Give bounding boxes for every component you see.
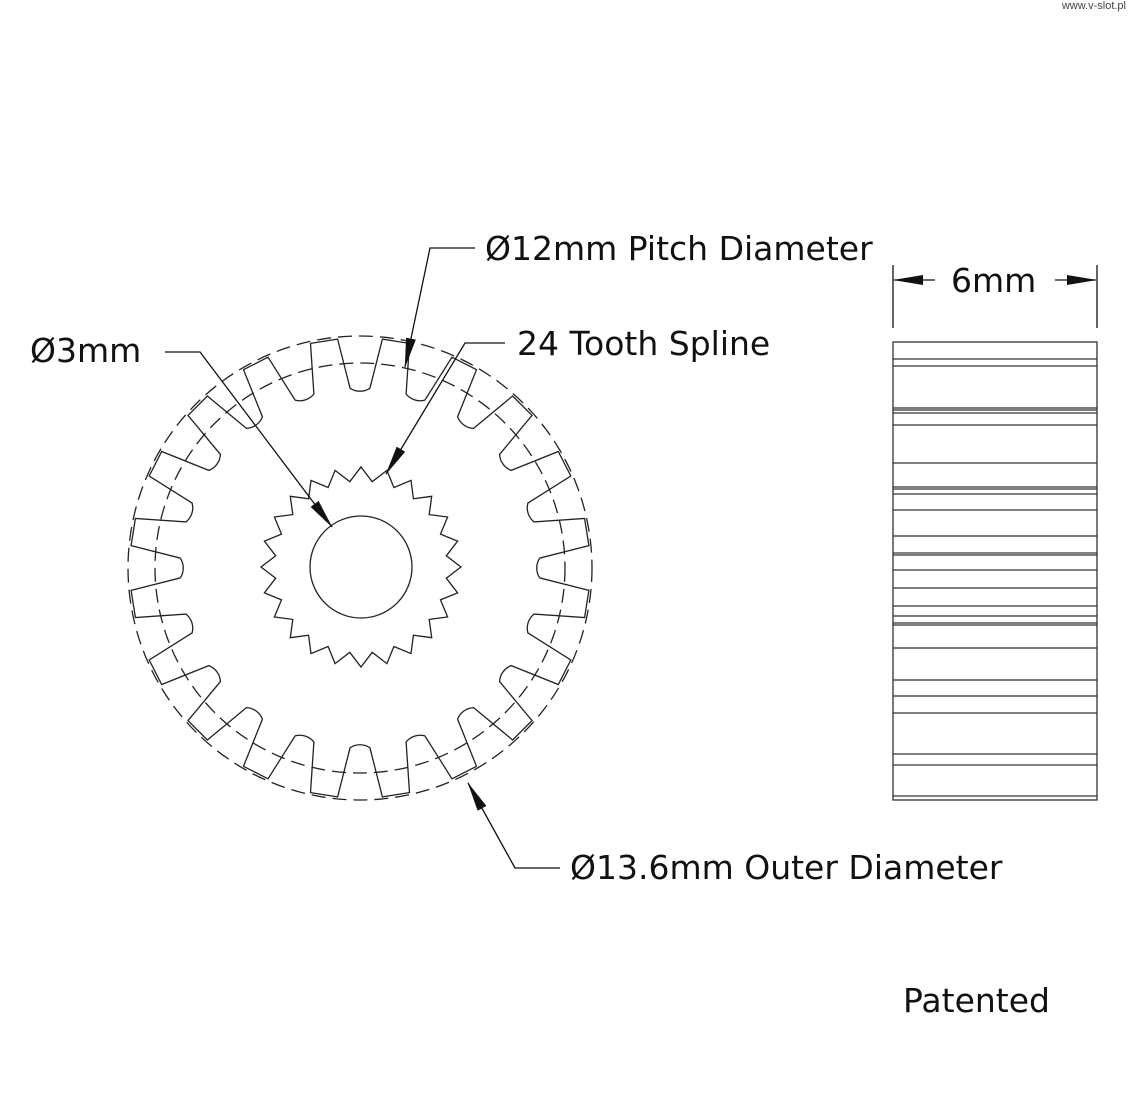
spline-leader (385, 342, 505, 475)
leaders (165, 247, 1098, 869)
spline-profile (259, 465, 463, 669)
bore-leader (165, 351, 333, 528)
gear-profile (130, 338, 590, 798)
outer-leader (467, 782, 560, 869)
width-label: 6mm (951, 261, 1037, 300)
gear-front-view (127, 335, 593, 801)
pitch-diameter-label: Ø12mm Pitch Diameter (485, 229, 873, 268)
outer-diameter-circle (127, 335, 593, 801)
bore-circle (309, 515, 413, 619)
pitch-leader (404, 247, 475, 368)
spline-label: 24 Tooth Spline (517, 324, 771, 363)
patented-label: Patented (903, 981, 1050, 1020)
outer-diameter-label: Ø13.6mm Outer Diameter (570, 848, 1003, 887)
side-view (892, 341, 1098, 801)
watermark: www.v-slot.pl (1061, 0, 1126, 12)
bore-label: Ø3mm (30, 331, 142, 370)
pitch-circle (154, 362, 566, 774)
